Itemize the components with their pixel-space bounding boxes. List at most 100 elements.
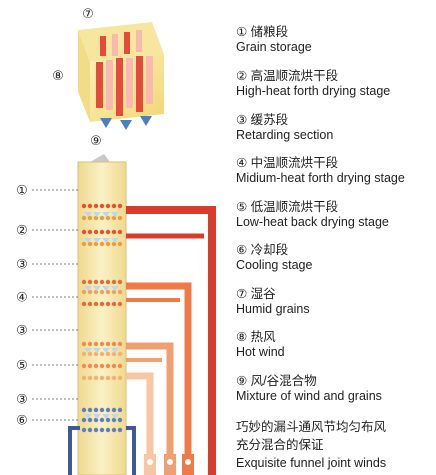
duct-hole-dot	[99, 407, 105, 413]
grain-flow-chevron	[84, 238, 92, 243]
duct-hole-dot	[117, 375, 123, 381]
legend-item-hot-wind: ⑧ 热风 Hot wind	[236, 330, 285, 359]
duct-hole-dot	[117, 229, 123, 235]
legend-item-en: Retarding section	[236, 128, 334, 142]
duct-high-heat	[126, 206, 216, 475]
grain-flow-chevron	[93, 414, 101, 419]
duct-hole-dot	[105, 427, 111, 433]
caption-line-2: 充分混合的保证	[236, 438, 324, 452]
legend-item-en: Low-heat back drying stage	[236, 215, 389, 229]
duct-mid-heat	[126, 282, 192, 475]
duct-hole-dot	[81, 417, 87, 423]
grain-flow-chevron	[102, 238, 110, 243]
legend-item-mid-heat: ④ 中温顺流烘干段 Midium-heat forth drying stage	[236, 156, 405, 185]
grain-flow-chevron	[102, 286, 110, 291]
duct-hole-dot	[111, 351, 117, 357]
legend-item-cn: ② 高温顺流烘干段	[236, 69, 339, 83]
marker-nine: ⑨	[90, 134, 102, 149]
caption: 巧妙的漏斗通风节均匀布风 充分混合的保证 Exquisite funnel jo…	[236, 418, 436, 472]
duct-hole-dot	[105, 289, 111, 295]
side-label-number: ⑤	[16, 359, 28, 374]
duct-hole-dot	[99, 289, 105, 295]
duct-hole-dot	[105, 417, 111, 423]
duct-hole-dot	[93, 363, 99, 369]
duct-hole-dot	[99, 229, 105, 235]
duct-hole-dot	[111, 375, 117, 381]
legend-item-en: Mixture of wind and grains	[236, 389, 382, 403]
side-label-number: ③	[16, 393, 28, 408]
duct-hole-dot	[93, 417, 99, 423]
duct-hole-dot	[99, 215, 105, 221]
grain-flow-chevron	[93, 212, 101, 217]
tower-sections	[81, 203, 123, 433]
duct-hole-dot	[117, 215, 123, 221]
duct-hole-dot	[93, 351, 99, 357]
duct-hole-dot	[99, 375, 105, 381]
duct-hole-dot	[111, 229, 117, 235]
marker-seven: ⑦	[82, 7, 94, 22]
grain-flow-chevron	[111, 212, 119, 217]
duct-hole-dot	[117, 279, 123, 285]
legend-item-en: Grain storage	[236, 40, 312, 54]
duct-hole-dot	[93, 341, 99, 347]
legend-item-en: Hot wind	[236, 345, 285, 359]
legend-item-low-heat: ⑤ 低温顺流烘干段 Low-heat back drying stage	[236, 200, 389, 229]
duct-hole-dot	[87, 427, 93, 433]
duct-hole-dot	[87, 351, 93, 357]
duct-hole-dot	[105, 351, 111, 357]
grain-flow-chevron	[84, 348, 92, 353]
duct-hole-dot	[111, 289, 117, 295]
duct-hole-dot	[81, 427, 87, 433]
cooling-outlet	[68, 426, 80, 475]
duct-hole-dot	[93, 427, 99, 433]
duct-hole-dot	[87, 279, 93, 285]
legend-item-en: Midium-heat forth drying stage	[236, 171, 405, 185]
grain-flow-chevron	[93, 348, 101, 353]
duct-hole-dot	[81, 375, 87, 381]
duct-hole-dot	[81, 241, 87, 247]
duct-hole-dot	[111, 215, 117, 221]
duct-hole-dot	[93, 289, 99, 295]
duct-hole-dot	[93, 215, 99, 221]
duct-hole-dot	[87, 301, 93, 307]
duct-cooling	[126, 372, 154, 475]
duct-hole-dot	[99, 351, 105, 357]
duct-hole-dot	[99, 279, 105, 285]
duct-hole-dot	[105, 407, 111, 413]
duct-hole-dot	[117, 289, 123, 295]
duct-hole-dot	[117, 417, 123, 423]
duct-hole-dot	[81, 229, 87, 235]
duct-hole-dot	[87, 363, 93, 369]
duct-hole-dot	[93, 279, 99, 285]
duct-hole-dot	[87, 229, 93, 235]
grain-flow-chevron	[102, 414, 110, 419]
legend-item-humid-grains: ⑦ 湿谷 Humid grains	[236, 287, 310, 316]
side-label-number: ①	[16, 184, 28, 199]
duct-hole-dot	[111, 241, 117, 247]
duct-hole-dot	[99, 427, 105, 433]
legend-item-en: Cooling stage	[236, 258, 313, 272]
duct-hole-dot	[81, 363, 87, 369]
duct-hole-dot	[111, 301, 117, 307]
duct-hole-dot	[81, 215, 87, 221]
grain-flow-chevron	[111, 286, 119, 291]
duct-hole-dot	[99, 203, 105, 209]
duct-hole-dot	[117, 241, 123, 247]
duct-hole-dot	[111, 279, 117, 285]
duct-hole-dot	[117, 351, 123, 357]
duct-hole-dot	[87, 215, 93, 221]
duct-hole-dot	[105, 203, 111, 209]
caption-line-3: Exquisite funnel joint winds	[236, 456, 387, 470]
legend-item-cn: ⑧ 热风	[236, 330, 276, 344]
duct-hole-dot	[87, 407, 93, 413]
duct-hole-dot	[117, 427, 123, 433]
duct-hole-dot	[111, 203, 117, 209]
grain-flow-chevron	[84, 414, 92, 419]
legend-item-retarding: ③ 缓苏段 Retarding section	[236, 113, 333, 142]
legend-item-cn: ① 储粮段	[236, 25, 289, 39]
grain-flow-chevron	[93, 238, 101, 243]
side-label-number: ③	[16, 324, 28, 339]
duct-hole-dot	[81, 203, 87, 209]
